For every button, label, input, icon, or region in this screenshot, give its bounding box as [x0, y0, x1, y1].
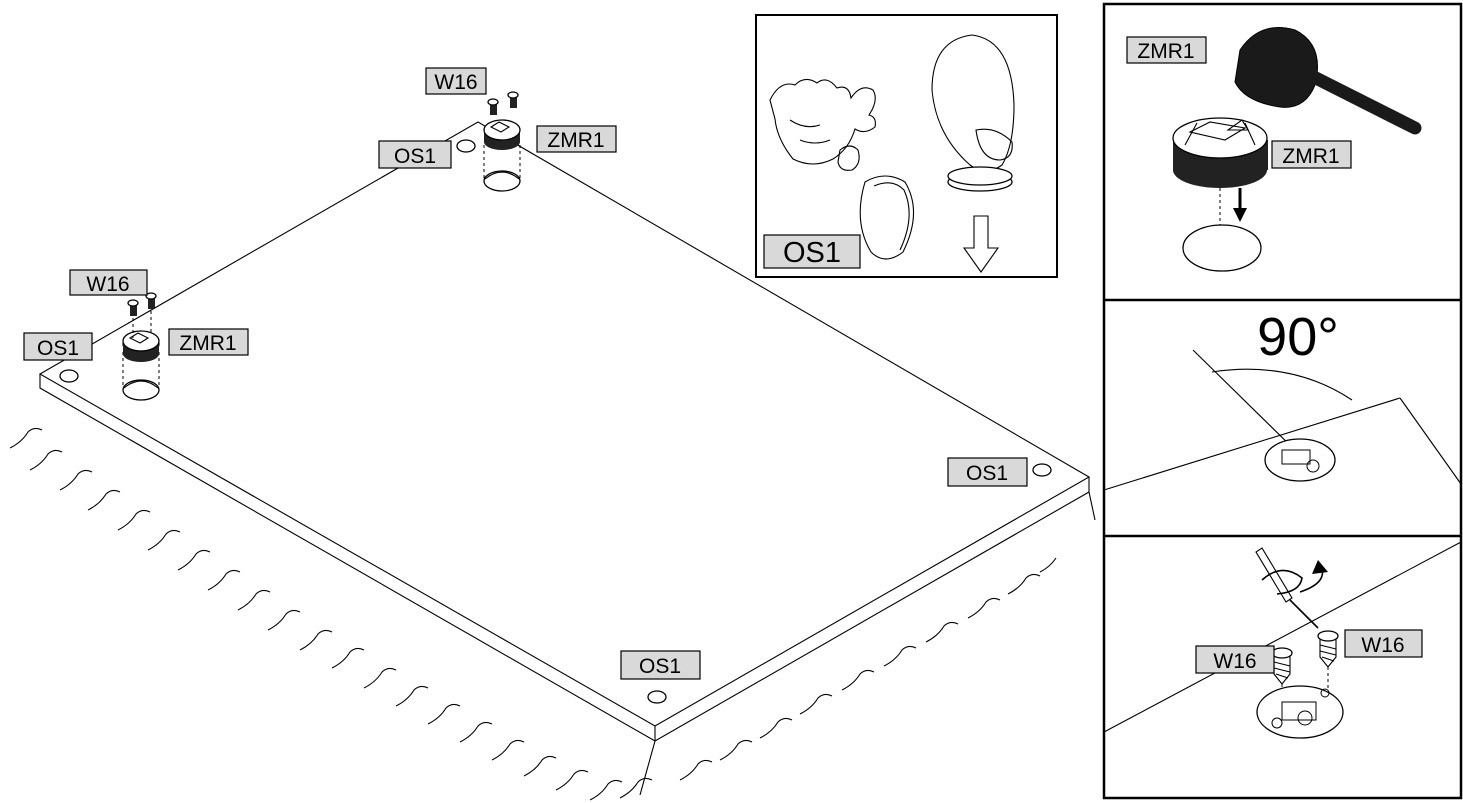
- svg-text:OS1: OS1: [639, 655, 681, 678]
- felt-pad-hole: [1032, 463, 1052, 477]
- screw-icon: [127, 292, 157, 338]
- svg-text:ZMR1: ZMR1: [547, 129, 604, 152]
- label-zmr1: ZMR1: [168, 328, 249, 356]
- svg-text:OS1: OS1: [394, 145, 436, 168]
- label-w16: W16: [1195, 645, 1275, 674]
- screw-icon: [1271, 630, 1339, 685]
- svg-text:W16: W16: [1213, 650, 1256, 673]
- felt-pad-hole: [456, 139, 476, 153]
- inset-felt-pad: OS1: [755, 14, 1058, 278]
- floor-lines: [9, 427, 1096, 801]
- screw-icon: [487, 91, 519, 115]
- svg-text:OS1: OS1: [783, 237, 841, 269]
- svg-text:OS1: OS1: [37, 337, 79, 360]
- cam-fitting-icon: [122, 330, 160, 401]
- svg-text:W16: W16: [434, 71, 477, 94]
- svg-text:ZMR1: ZMR1: [1137, 40, 1194, 63]
- svg-text:OS1: OS1: [966, 462, 1008, 485]
- felt-pad-hole: [59, 369, 79, 383]
- label-zmr1: ZMR1: [1271, 140, 1352, 169]
- cam-fitting-icon: [483, 119, 521, 192]
- step-orientation: 90°: [1103, 307, 1462, 491]
- svg-text:ZMR1: ZMR1: [1282, 145, 1339, 168]
- panel-drawing: W16 ZMR1 OS1 W16 ZMR1 OS1 OS1 OS1: [9, 67, 1096, 801]
- angle-label: 90°: [1257, 307, 1339, 367]
- hammer-icon: [1234, 27, 1422, 135]
- hole-icon: [1182, 224, 1262, 272]
- felt-pad-hole: [647, 690, 667, 704]
- step-hammer-cam: ZMR1 ZMR1: [1126, 27, 1422, 272]
- label-os1: OS1: [947, 457, 1028, 487]
- svg-text:ZMR1: ZMR1: [179, 332, 236, 355]
- label-w16: W16: [425, 67, 487, 95]
- svg-text:W16: W16: [86, 273, 129, 296]
- cam-fitting-icon: [1172, 117, 1268, 188]
- hand-icon: [769, 78, 876, 171]
- thumb-icon: [931, 34, 1015, 192]
- svg-text:W16: W16: [1361, 634, 1404, 657]
- cam-fitting-icon: [1256, 685, 1344, 739]
- label-os1: OS1: [23, 332, 93, 361]
- step-screws: W16 W16: [1103, 541, 1462, 739]
- label-zmr1: ZMR1: [1126, 36, 1207, 64]
- arrow-down-icon: [962, 215, 1000, 273]
- arrow-down-icon: [1233, 188, 1247, 222]
- screwdriver-icon: [1255, 547, 1328, 629]
- step-panels: ZMR1 ZMR1 90°: [1102, 2, 1463, 800]
- label-w16: W16: [1344, 629, 1423, 658]
- label-os1: OS1: [620, 650, 701, 680]
- label-os1: OS1: [378, 140, 452, 169]
- label-zmr1: ZMR1: [536, 125, 617, 153]
- felt-pad-icon: [859, 175, 915, 260]
- label-os1: OS1: [763, 234, 861, 269]
- label-w16: W16: [69, 269, 148, 296]
